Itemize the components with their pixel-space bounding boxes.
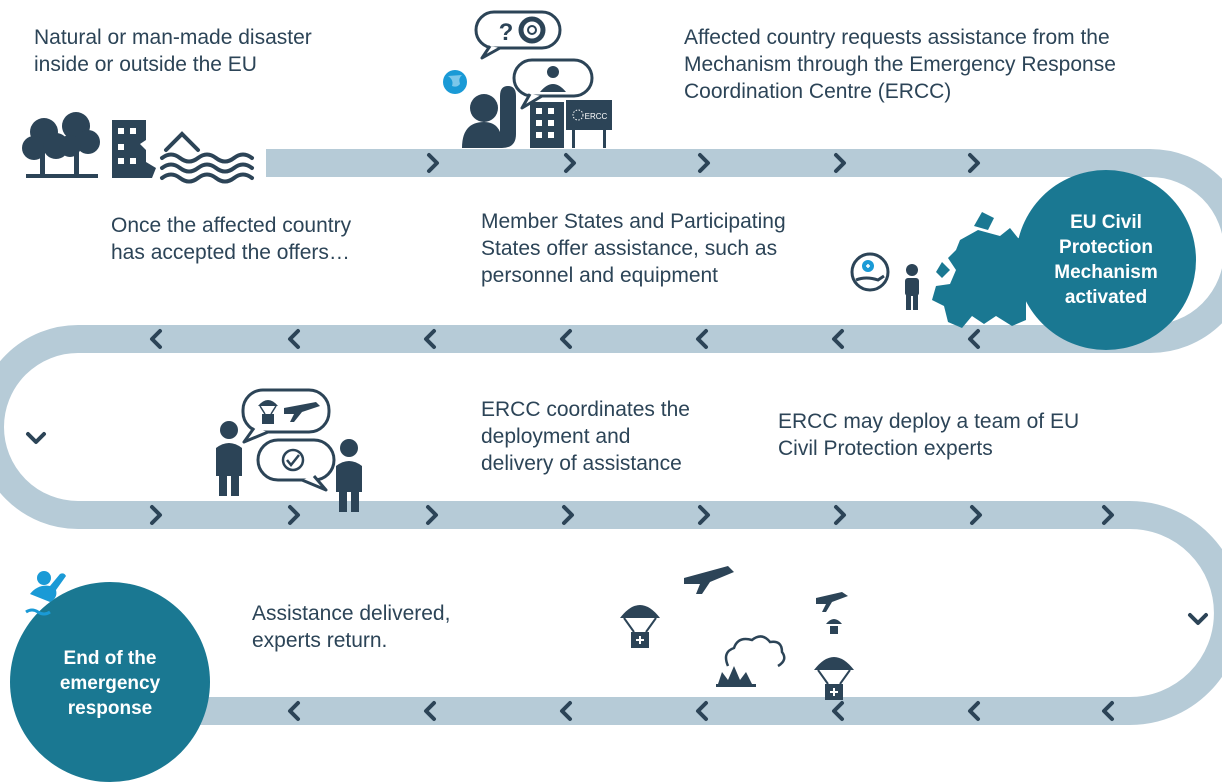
chevron-right-icon <box>1102 505 1114 525</box>
chevron-right-icon <box>968 153 980 173</box>
person-icon <box>216 421 242 496</box>
chevron-right-icon <box>834 505 846 525</box>
parachute-aid-icon <box>620 605 660 648</box>
chevron-down-icon <box>26 432 46 444</box>
parachute-aid-icon <box>814 657 854 700</box>
chevron-left-icon <box>968 701 980 721</box>
globe-icon <box>443 70 467 94</box>
flood-icon <box>160 131 254 184</box>
offers-step-text: Member States and Participating States o… <box>481 210 786 287</box>
earthquake-icon <box>112 120 156 178</box>
chevron-right-icon <box>426 505 438 525</box>
speech-bubble-icon <box>256 438 336 492</box>
europe-map-icon <box>932 212 1026 328</box>
chevron-left-icon <box>696 329 708 349</box>
road-arrows-row-4 <box>288 701 1114 721</box>
deploy-team-step-text: ERCC may deploy a team of EU Civil Prote… <box>778 410 1080 460</box>
chevron-left-icon <box>832 701 844 721</box>
chevron-right-icon <box>698 505 710 525</box>
chevron-right-icon <box>150 505 162 525</box>
parachute-aid-icon <box>826 619 842 634</box>
chevron-left-icon <box>1102 701 1114 721</box>
speech-bubble-icon <box>512 58 594 110</box>
road-arrows-row-1 <box>427 153 980 173</box>
swimmer-icon <box>25 571 66 616</box>
chevron-right-icon <box>562 505 574 525</box>
road-arrows-row-3 <box>150 505 1114 525</box>
checkmark-icon <box>281 448 305 472</box>
person-icon <box>905 264 919 310</box>
chevron-left-icon <box>696 701 708 721</box>
airplane-icon <box>816 592 848 612</box>
chevron-left-icon <box>288 329 300 349</box>
parachute-aid-icon <box>258 400 278 424</box>
end-milestone-label: End of the emergency response <box>59 648 161 719</box>
question-mark-label: ? <box>499 19 514 46</box>
forest-icon <box>22 112 100 178</box>
activated-milestone-label: EU Civil Protection Mechanism activated <box>1054 212 1158 308</box>
chevron-right-icon <box>564 153 576 173</box>
chevron-left-icon <box>832 329 844 349</box>
disaster-step-text: Natural or man-made disaster inside or o… <box>34 26 312 76</box>
chevron-right-icon <box>427 153 439 173</box>
ercc-sign-label: ERCC <box>585 112 608 121</box>
accepted-step-text: Once the affected country has accepted t… <box>111 214 352 264</box>
chevron-left-icon <box>968 329 980 349</box>
chevron-left-icon <box>150 329 162 349</box>
chevron-left-icon <box>424 329 436 349</box>
aid-offer-icon <box>850 252 890 292</box>
lifebuoy-icon <box>518 16 546 44</box>
building-icon <box>530 102 564 148</box>
ercc-sign-icon: ERCC <box>566 100 612 148</box>
road-arrows-row-2 <box>150 329 980 349</box>
coordinates-step-text: ERCC coordinates the deployment and deli… <box>481 398 690 475</box>
chevron-down-icon <box>1188 613 1208 625</box>
airplane-icon <box>684 566 734 594</box>
person-waving-icon <box>462 86 516 148</box>
chevron-left-icon <box>560 329 572 349</box>
speech-bubble-icon <box>241 388 331 444</box>
airplane-icon <box>284 402 320 422</box>
chevron-right-icon <box>834 153 846 173</box>
chevron-left-icon <box>288 701 300 721</box>
speech-bubble-icon: ? <box>474 10 562 60</box>
chevron-right-icon <box>288 505 300 525</box>
chevron-left-icon <box>424 701 436 721</box>
chevron-right-icon <box>970 505 982 525</box>
chevron-right-icon <box>698 153 710 173</box>
fire-smoke-icon <box>716 635 786 687</box>
activated-milestone-circle <box>1016 170 1196 350</box>
delivered-step-text: Assistance delivered, experts return. <box>252 602 451 652</box>
end-milestone-circle <box>10 582 210 782</box>
person-icon <box>336 439 362 512</box>
request-step-text: Affected country requests assistance fro… <box>684 26 1116 103</box>
chevron-left-icon <box>560 701 572 721</box>
